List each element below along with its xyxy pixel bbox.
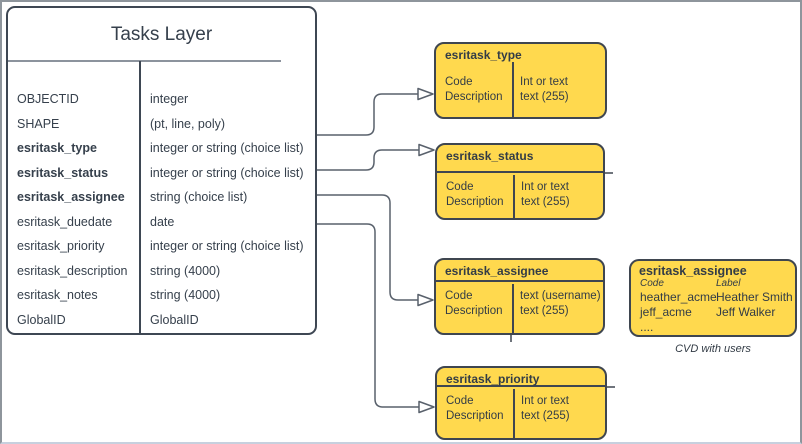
- open-arrowhead-icon: [418, 400, 435, 414]
- table-row: esritask_priority integer or string (cho…: [8, 234, 315, 259]
- field-name: esritask_notes: [17, 288, 98, 302]
- domain-type: text (255): [520, 305, 569, 317]
- field-type: integer or string (choice list): [150, 141, 304, 155]
- domain-type: Int or text: [521, 395, 569, 407]
- table-row: OBJECTID integer: [8, 87, 315, 112]
- domain-box-esritask-priority: esritask_priority Code Description Int o…: [435, 366, 607, 440]
- field-type: integer: [150, 92, 189, 106]
- table-row: GlobalID GlobalID: [8, 308, 315, 333]
- domain-field: Code: [445, 76, 473, 88]
- domain-box-esritask-status: esritask_status Code Description Int or …: [435, 143, 605, 220]
- field-type: (pt, line, poly): [150, 116, 226, 131]
- domain-field: Description: [446, 196, 504, 208]
- field-type: string (choice list): [150, 190, 248, 204]
- field-type: integer or string (choice list): [150, 165, 304, 180]
- field-name: esritask_assignee: [17, 190, 125, 204]
- field-name: esritask_status: [17, 165, 109, 180]
- domain-title: esritask_type: [445, 48, 522, 62]
- cvd-row: heather_acme Heather Smith: [631, 290, 795, 305]
- field-name: SHAPE: [17, 116, 60, 131]
- domain-field: Code: [446, 395, 474, 407]
- domain-type: Int or text: [520, 76, 568, 88]
- field-type: string (4000): [150, 263, 221, 278]
- domain-title: esritask_status: [437, 145, 603, 173]
- field-type: string (4000): [150, 288, 221, 302]
- field-name: esritask_priority: [17, 239, 105, 253]
- field-name: esritask_description: [17, 263, 128, 278]
- table-row: esritask_type integer or string (choice …: [8, 136, 315, 161]
- cvd-column-headers: Code Label: [631, 278, 795, 290]
- column-divider: [139, 61, 141, 333]
- domain-box-esritask-assignee: esritask_assignee Code Description text …: [434, 258, 605, 335]
- domain-body: Code Description Int or text text (255): [436, 62, 605, 117]
- domain-field: Description: [445, 305, 503, 317]
- field-list: OBJECTID integer SHAPE (pt, line, poly) …: [8, 87, 315, 332]
- domain-field: Code: [445, 290, 473, 302]
- domain-type: Int or text: [521, 181, 569, 193]
- field-type: date: [150, 214, 175, 229]
- table-row: esritask_description string (4000): [8, 259, 315, 284]
- domain-type: text (255): [521, 410, 570, 422]
- cvd-users-box: esritask_assignee Code Label heather_acm…: [629, 259, 797, 337]
- cvd-title: esritask_assignee: [639, 264, 747, 278]
- table-row: SHAPE (pt, line, poly): [8, 112, 315, 137]
- connector-esritask-priority: [317, 223, 419, 408]
- connector-esritask-type: [317, 93, 418, 136]
- field-name: OBJECTID: [17, 92, 79, 106]
- domain-field: Description: [445, 91, 503, 103]
- open-arrowhead-icon: [417, 87, 434, 101]
- open-arrowhead-icon: [418, 143, 435, 157]
- cvd-code: heather_acme: [640, 290, 717, 304]
- connector-esritask-status: [317, 149, 419, 171]
- tasks-layer-table: Tasks Layer OBJECTID integer SHAPE (pt, …: [6, 6, 317, 335]
- cvd-label: Heather Smith: [716, 290, 793, 304]
- table-row: esritask_duedate date: [8, 210, 315, 235]
- domain-body: Code Description Int or text text (255): [437, 389, 605, 438]
- domain-body: Code Description Int or text text (255): [437, 175, 603, 218]
- domain-title: esritask_assignee: [436, 260, 603, 282]
- table-title: Tasks Layer: [110, 24, 213, 45]
- cvd-ellipsis: ....: [640, 320, 654, 334]
- domain-type: text (username): [520, 290, 601, 302]
- table-row: esritask_notes string (4000): [8, 283, 315, 308]
- field-name: esritask_duedate: [17, 214, 113, 229]
- cvd-header-label: Label: [716, 278, 741, 289]
- domain-box-esritask-type: esritask_type Code Description Int or te…: [434, 42, 607, 119]
- field-type: GlobalID: [150, 312, 199, 327]
- field-type: integer or string (choice list): [150, 239, 304, 253]
- field-name: esritask_type: [17, 141, 97, 155]
- domain-field: Code: [446, 181, 474, 193]
- cvd-row: jeff_acme Jeff Walker: [631, 305, 795, 320]
- domain-field: Description: [446, 410, 504, 422]
- cvd-label: Jeff Walker: [716, 305, 776, 319]
- title-divider: [8, 60, 281, 62]
- domain-body: Code Description text (username) text (2…: [436, 284, 603, 333]
- domain-type: text (255): [520, 91, 569, 103]
- domain-title: esritask_priority: [437, 368, 605, 387]
- cvd-header-code: Code: [640, 278, 664, 289]
- table-row: esritask_status integer or string (choic…: [8, 161, 315, 186]
- table-row: esritask_assignee string (choice list): [8, 185, 315, 210]
- connector-esritask-assignee: [317, 194, 418, 301]
- domain-type: text (255): [521, 196, 570, 208]
- open-arrowhead-icon: [417, 293, 434, 307]
- cvd-caption: CVD with users: [675, 343, 751, 355]
- cvd-code: jeff_acme: [640, 305, 692, 319]
- field-name: GlobalID: [17, 312, 66, 327]
